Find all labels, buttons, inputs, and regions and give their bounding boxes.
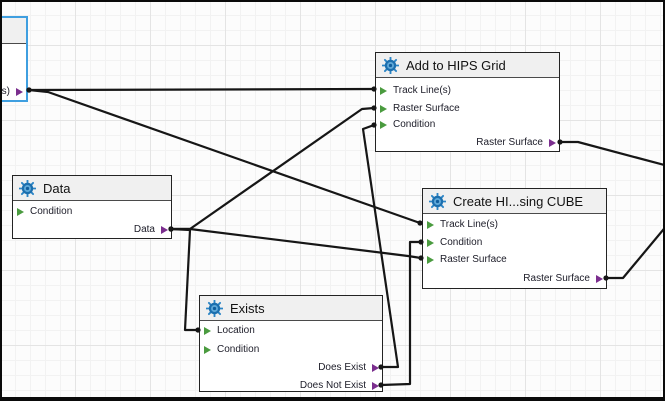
input-arrow-icon bbox=[427, 239, 434, 247]
gear-icon bbox=[205, 299, 224, 317]
input-port-raster-surface[interactable]: Raster Surface bbox=[427, 254, 507, 266]
input-port-condition[interactable]: Condition bbox=[204, 344, 259, 356]
input-arrow-icon bbox=[427, 221, 434, 229]
port-label: Data bbox=[133, 224, 155, 235]
port-label: Does Exist bbox=[318, 362, 366, 373]
node-header[interactable]: Add to HIPS Grid bbox=[376, 53, 559, 78]
connector-line[interactable] bbox=[169, 106, 376, 231]
output-arrow-icon bbox=[372, 382, 379, 390]
port-label: Raster Surface bbox=[440, 254, 507, 265]
port-label: Condition bbox=[217, 344, 260, 355]
output-arrow-icon bbox=[16, 88, 23, 96]
output-arrow-icon bbox=[161, 226, 168, 234]
gear-icon bbox=[18, 179, 37, 197]
input-port-track-lines[interactable]: Track Line(s) bbox=[380, 85, 451, 97]
connector-line[interactable] bbox=[379, 240, 423, 387]
node-title: Add to HIPS Grid bbox=[406, 57, 506, 73]
port-label: Condition bbox=[393, 119, 436, 130]
output-port-does-not-exist[interactable]: Does Not Exist bbox=[300, 380, 379, 392]
node-header[interactable]: Data bbox=[13, 176, 171, 201]
node-title: Exists bbox=[230, 300, 265, 316]
output-port-does-exist[interactable]: Does Exist bbox=[318, 362, 379, 374]
node-add-to-hips-grid[interactable]: Add to HIPS Grid Track Line(s) Raster Su… bbox=[375, 52, 560, 152]
gear-icon bbox=[381, 56, 400, 74]
port-label: Condition bbox=[30, 206, 73, 217]
port-label: Raster Surface bbox=[476, 137, 543, 148]
connector-line[interactable] bbox=[169, 227, 423, 260]
port-label: Raster Surface bbox=[523, 273, 590, 284]
port-label: Track Line(s) bbox=[440, 219, 498, 230]
input-arrow-icon bbox=[380, 121, 387, 129]
output-arrow-icon bbox=[549, 139, 556, 147]
input-arrow-icon bbox=[204, 327, 211, 335]
node-data[interactable]: Data Condition Data bbox=[12, 175, 172, 239]
port-label: Raster Surface bbox=[393, 103, 460, 114]
output-port-s[interactable]: (s) bbox=[1, 86, 23, 98]
port-label: Track Line(s) bbox=[393, 85, 451, 96]
node-create-hips-using-cube[interactable]: Create HI...sing CUBE Track Line(s) Cond… bbox=[422, 188, 607, 289]
input-arrow-icon bbox=[427, 256, 434, 264]
output-port-data[interactable]: Data bbox=[134, 224, 168, 236]
input-port-raster-surface[interactable]: Raster Surface bbox=[380, 103, 460, 115]
node-header[interactable]: Exists bbox=[200, 296, 382, 321]
connector-line[interactable] bbox=[169, 227, 200, 332]
port-label: Location bbox=[217, 325, 255, 336]
port-label: Condition bbox=[440, 237, 483, 248]
output-port-raster-surface[interactable]: Raster Surface bbox=[476, 137, 556, 149]
input-port-condition[interactable]: Condition bbox=[17, 206, 72, 218]
input-port-condition[interactable]: Condition bbox=[427, 237, 482, 249]
node-selected-partial[interactable]: (s) bbox=[1, 16, 28, 102]
connector-line[interactable] bbox=[558, 140, 665, 166]
node-title: Data bbox=[43, 180, 71, 196]
input-port-location[interactable]: Location bbox=[204, 325, 255, 337]
connector-line[interactable] bbox=[604, 224, 665, 280]
input-arrow-icon bbox=[17, 208, 24, 216]
connector-line[interactable] bbox=[27, 87, 376, 92]
input-arrow-icon bbox=[380, 105, 387, 113]
input-arrow-icon bbox=[380, 87, 387, 95]
node-title: Create HI...sing CUBE bbox=[453, 193, 584, 209]
input-arrow-icon bbox=[204, 346, 211, 354]
port-label: (s) bbox=[1, 86, 10, 97]
node-exists[interactable]: Exists Location Condition Does Exist Doe… bbox=[199, 295, 383, 392]
output-port-raster-surface[interactable]: Raster Surface bbox=[523, 273, 603, 285]
output-arrow-icon bbox=[596, 275, 603, 283]
gear-icon bbox=[428, 192, 447, 210]
input-port-track-lines[interactable]: Track Line(s) bbox=[427, 219, 498, 231]
node-header[interactable] bbox=[2, 18, 26, 44]
input-port-condition[interactable]: Condition bbox=[380, 119, 435, 131]
output-arrow-icon bbox=[372, 364, 379, 372]
port-label: Does Not Exist bbox=[299, 380, 366, 391]
node-header[interactable]: Create HI...sing CUBE bbox=[423, 189, 606, 214]
